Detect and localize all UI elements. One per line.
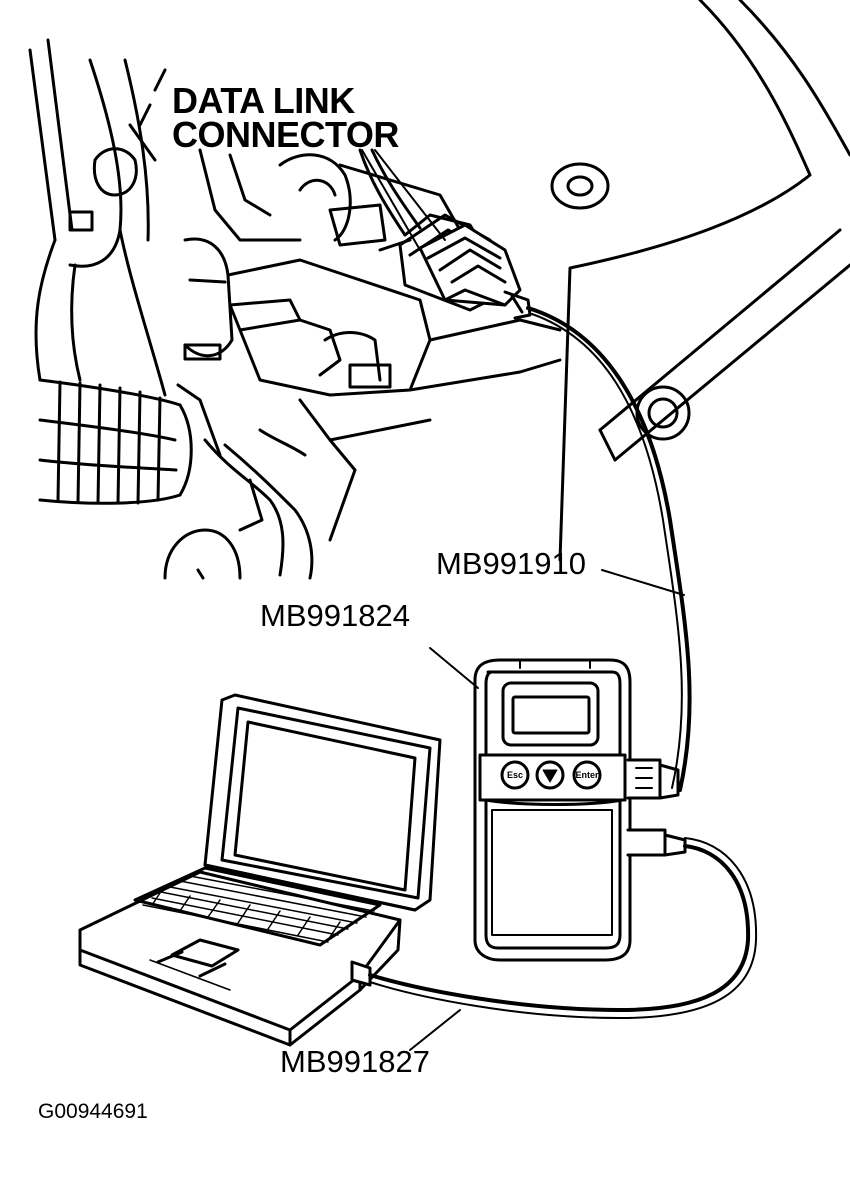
esc-button[interactable] <box>500 760 530 790</box>
figure-id: G00944691 <box>38 1100 148 1123</box>
down-arrow-icon <box>542 769 558 783</box>
dlc-leader-lines <box>361 149 446 251</box>
mb991827-label: MB991827 <box>280 1044 430 1079</box>
mb991824-label: MB991824 <box>260 598 410 633</box>
vci-side-connectors <box>626 758 687 857</box>
enter-button[interactable] <box>572 760 602 790</box>
cable-mb991827 <box>368 837 758 1019</box>
mb991824-leader-line <box>429 647 479 689</box>
vci-buttons <box>500 760 602 790</box>
data-link-connector-label: DATA LINK CONNECTOR <box>172 80 399 155</box>
cable-mb991910 <box>526 306 692 792</box>
laptop-computer <box>78 693 442 1047</box>
esc-button-label: Esc <box>507 770 523 780</box>
mb991827-leader-line <box>409 1009 461 1051</box>
mb991910-label: MB991910 <box>436 546 586 581</box>
data-link-connector <box>398 213 532 320</box>
vci-tool-mb991824 <box>473 658 632 962</box>
dlc-label-line2: CONNECTOR <box>172 114 399 155</box>
enter-button-label: Enter <box>575 770 599 780</box>
mb991910-leader-line <box>601 569 685 596</box>
dlc-label-line1: DATA LINK <box>172 80 355 121</box>
